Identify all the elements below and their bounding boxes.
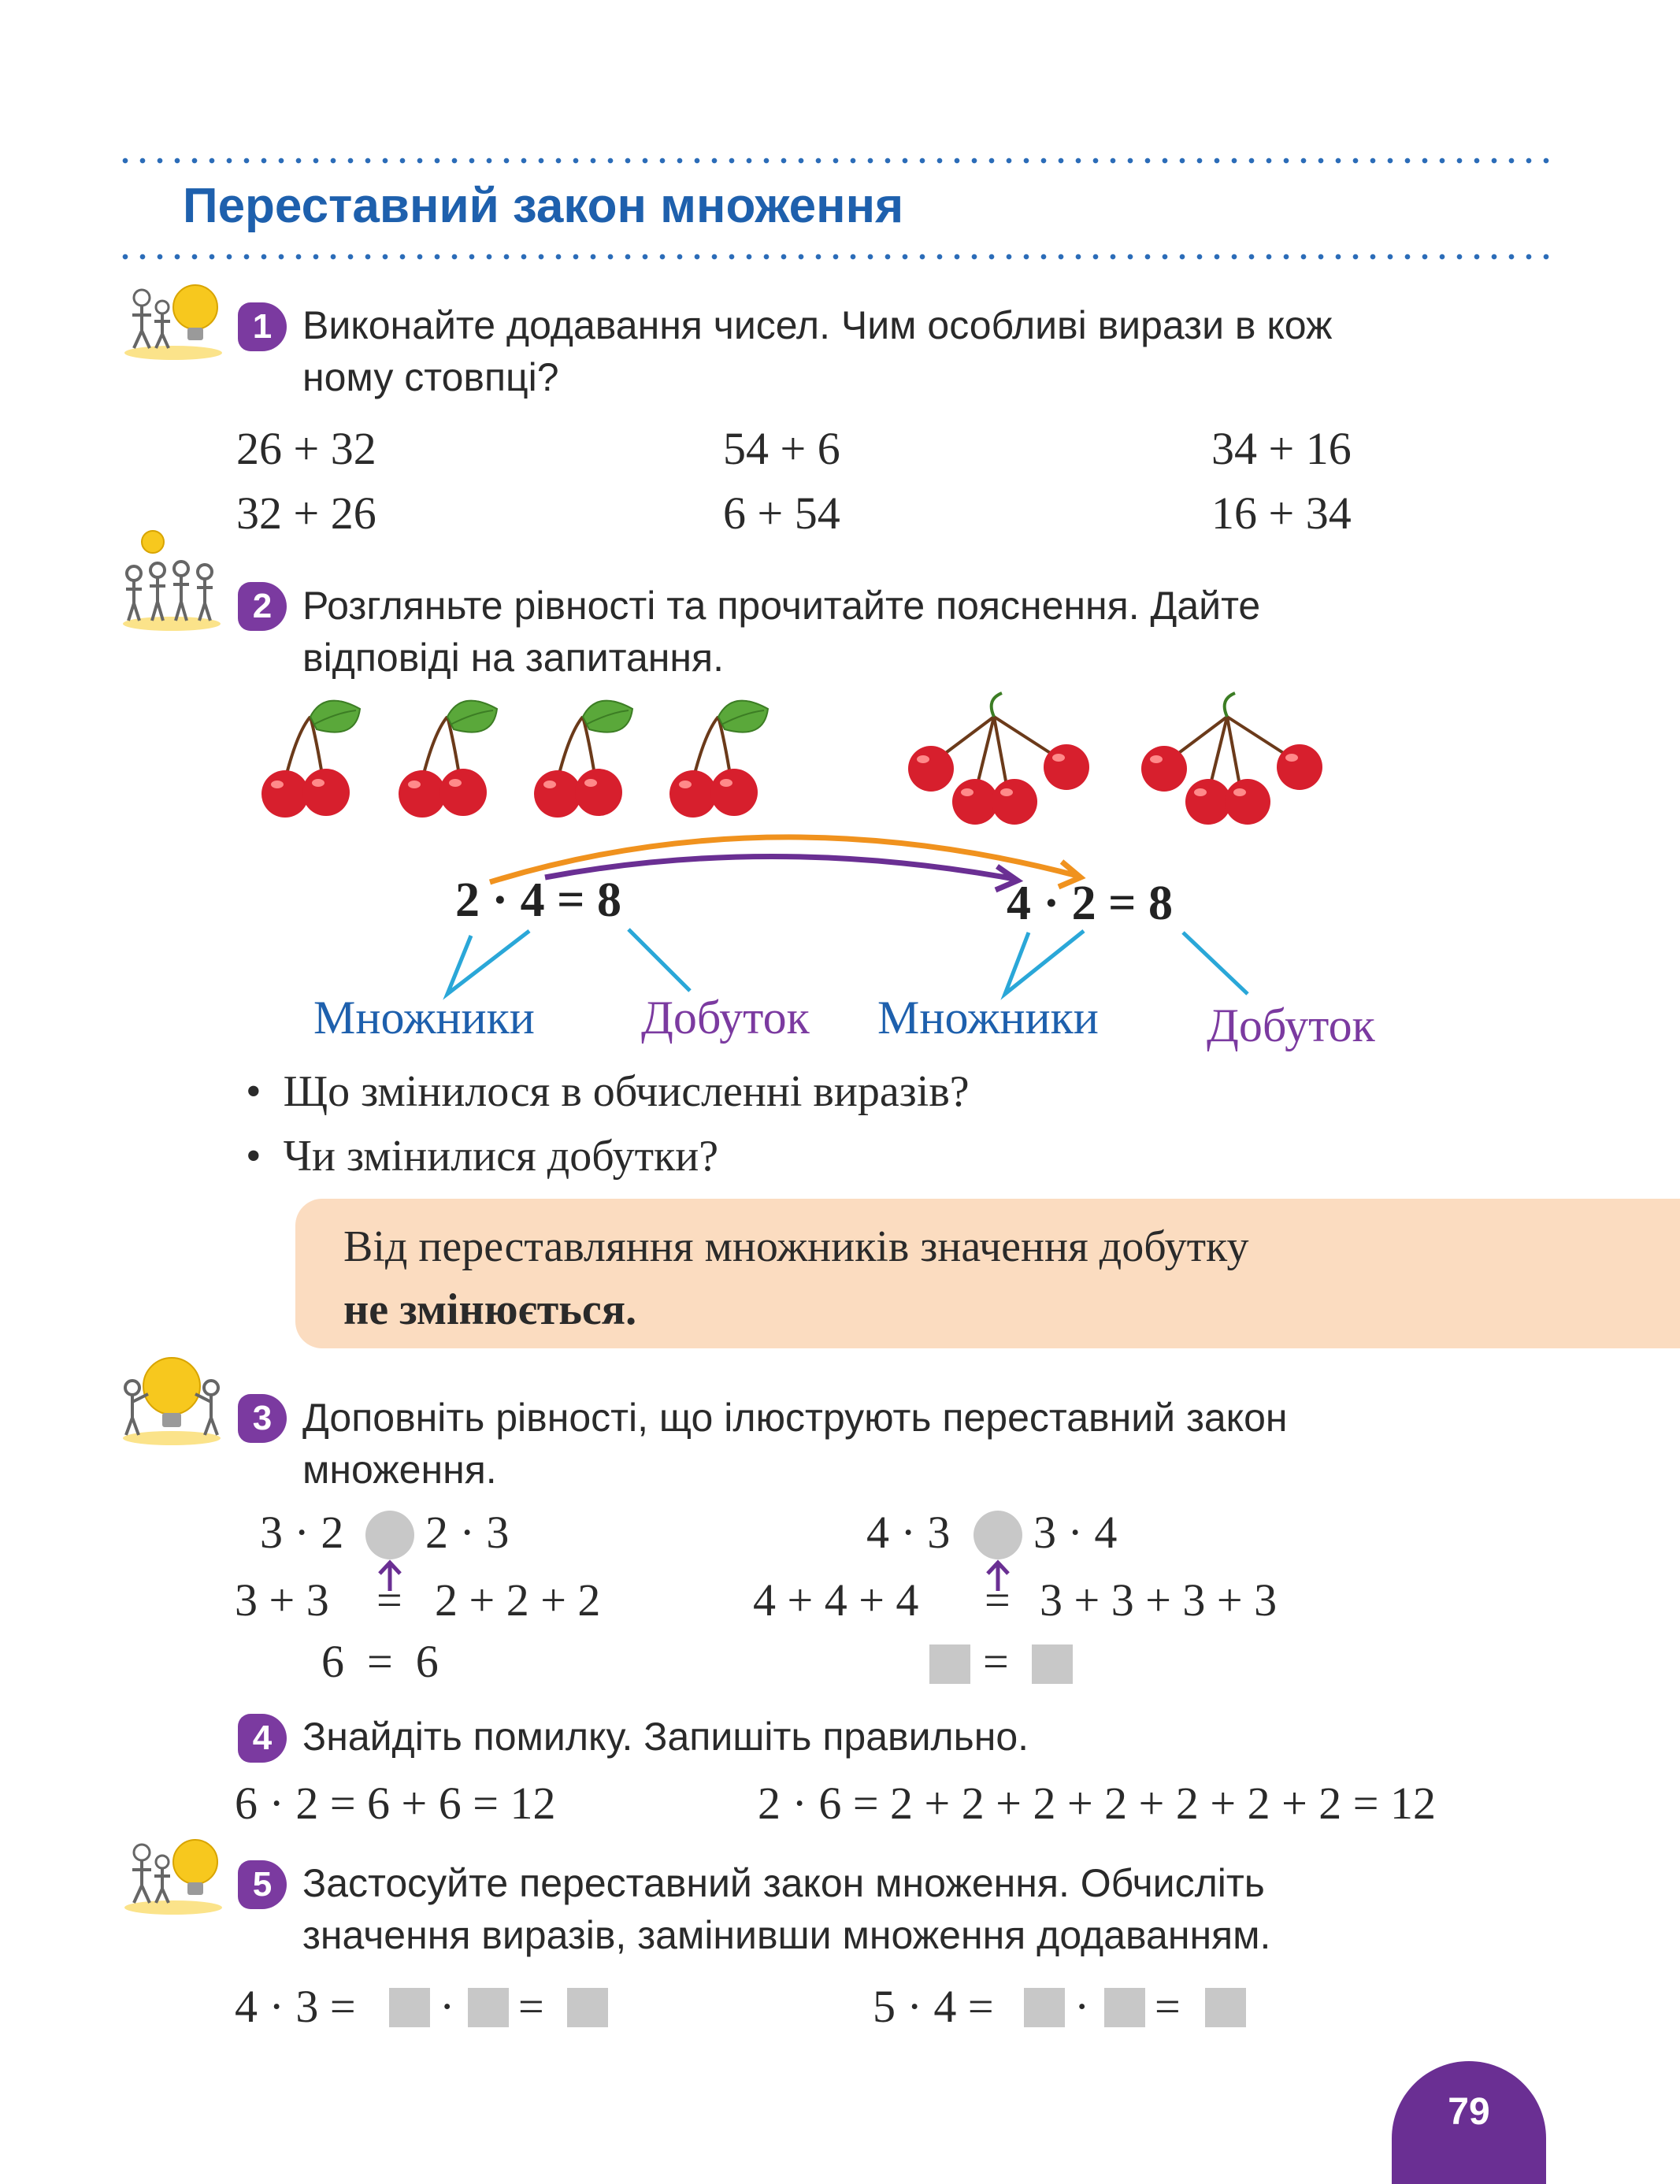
- task-5-text-line-1: Застосуйте переставний закон множення. О…: [302, 1861, 1265, 1905]
- task-5-eq: =: [518, 1981, 544, 2032]
- task-3-left-bottom: 6 = 6: [321, 1636, 439, 1687]
- task-5-left-start: 4 · 3 =: [235, 1981, 356, 2032]
- up-arrow-icon: [378, 1559, 402, 1591]
- answer-box[interactable]: [567, 1988, 608, 2027]
- task-2-text-line-1: Розгляньте рівності та прочитайте поясне…: [302, 584, 1261, 628]
- label-product-right: Добуток: [1207, 999, 1375, 1051]
- bottom-dotted-rule: [117, 254, 1550, 260]
- task-3-right-mid-b: 3 + 3 + 3 + 3: [1040, 1574, 1278, 1626]
- question-1: • Що змінилося в обчисленні виразів?: [246, 1067, 970, 1116]
- task-3-right-bottom-eq: =: [983, 1636, 1009, 1687]
- task-3-left-mid-a: 3 + 3: [235, 1574, 329, 1626]
- thinking-kids-lightbulb-icon: [124, 284, 222, 360]
- task-3-left-mid-b: 2 + 2 + 2: [435, 1574, 601, 1626]
- task-2-badge: 2: [238, 582, 287, 631]
- task-3-text-line-2: множення.: [302, 1448, 497, 1492]
- task-4-instruction: Знайдіть помилку. Запишіть правильно.: [302, 1715, 1029, 1759]
- label-factors-right: Множники: [877, 992, 1099, 1044]
- task-5-eq: =: [1155, 1981, 1181, 2032]
- task-1-expr: 16 + 34: [1211, 488, 1352, 539]
- rule-line-1: Від переставляння множників значення доб…: [343, 1222, 1249, 1271]
- task-3-badge: 3: [238, 1394, 287, 1443]
- question-2: • Чи змінилися добутки?: [246, 1132, 719, 1181]
- page-title: Переставний закон множення: [183, 179, 904, 233]
- task-3-right-top-a: 4 · 3: [866, 1507, 951, 1558]
- task-4-expr-right: 2 · 6 = 2 + 2 + 2 + 2 + 2 + 2 + 2 = 12: [758, 1778, 1436, 1829]
- task-3-left-top-b: 2 · 3: [425, 1507, 510, 1558]
- task-5-badge: 5: [238, 1860, 287, 1909]
- equation-right: 4 · 2 = 8: [1007, 877, 1174, 930]
- group-discussion-icon: [123, 530, 221, 631]
- task-3-right-mid-eq: =: [985, 1574, 1011, 1626]
- task-5-dot: ·: [439, 1981, 455, 2032]
- rule-text: Від переставляння множників значення доб…: [343, 1215, 1604, 1341]
- answer-box[interactable]: [468, 1988, 509, 2027]
- answer-box[interactable]: [1104, 1988, 1145, 2027]
- task-1-expr: 26 + 32: [236, 423, 376, 474]
- task-3-left-mid-eq: =: [376, 1574, 402, 1626]
- task-1-expr: 54 + 6: [723, 423, 840, 474]
- answer-box[interactable]: [1032, 1644, 1073, 1684]
- task-5-right-start: 5 · 4 =: [873, 1981, 994, 2032]
- task-1-text-line-1: Виконайте додавання чисел. Чим особливі …: [302, 303, 1333, 347]
- task-1-expr: 6 + 54: [723, 488, 840, 539]
- swap-arrows: [488, 834, 1086, 893]
- equation-left: 2 · 4 = 8: [455, 873, 622, 927]
- task-1-badge: 1: [238, 302, 287, 351]
- comparison-sign-slot[interactable]: [365, 1511, 414, 1559]
- task-3-right-mid-a: 4 + 4 + 4: [753, 1574, 919, 1626]
- rule-box: [295, 1199, 1680, 1348]
- top-dotted-rule: [117, 158, 1550, 164]
- task-3-right-top-b: 3 · 4: [1033, 1507, 1118, 1558]
- task-3-left-top-a: 3 · 2: [260, 1507, 344, 1558]
- task-1-expr: 32 + 26: [236, 488, 376, 539]
- task-5-dot: ·: [1074, 1981, 1090, 2032]
- task-5-instruction: Застосуйте переставний закон множення. О…: [302, 1857, 1545, 1961]
- thinking-kids-lightbulb-icon: [124, 1839, 222, 1915]
- label-product-left: Добуток: [641, 992, 810, 1044]
- rule-line-2: не змінюється.: [343, 1285, 637, 1334]
- cherries-illustration: [260, 692, 1324, 826]
- answer-box[interactable]: [1205, 1988, 1246, 2027]
- label-factors-left: Множники: [313, 992, 535, 1044]
- answer-box[interactable]: [1024, 1988, 1065, 2027]
- task-3-instruction: Доповніть рівності, що ілюструють перест…: [302, 1392, 1545, 1496]
- task-1-instruction: Виконайте додавання чисел. Чим особливі …: [302, 299, 1545, 403]
- kids-lightbulb-icon: [123, 1357, 221, 1445]
- label-connector-lines: [443, 928, 1249, 1000]
- page-number: 79: [1392, 2061, 1546, 2184]
- task-5-text-line-2: значення виразів, замінивши множення дод…: [302, 1913, 1271, 1957]
- answer-box[interactable]: [389, 1988, 430, 2027]
- task-1-text-line-2: ному стовпці?: [302, 355, 559, 399]
- task-3-text-line-1: Доповніть рівності, що ілюструють перест…: [302, 1396, 1288, 1440]
- task-2-text-line-2: відповіді на запитання.: [302, 636, 724, 680]
- task-4-expr-left: 6 · 2 = 6 + 6 = 12: [235, 1778, 556, 1829]
- task-1-expr: 34 + 16: [1211, 423, 1352, 474]
- answer-box[interactable]: [929, 1644, 970, 1684]
- up-arrow-icon: [986, 1559, 1010, 1591]
- task-4-badge: 4: [238, 1714, 287, 1763]
- comparison-sign-slot[interactable]: [974, 1511, 1022, 1559]
- task-2-instruction: Розгляньте рівності та прочитайте поясне…: [302, 580, 1545, 684]
